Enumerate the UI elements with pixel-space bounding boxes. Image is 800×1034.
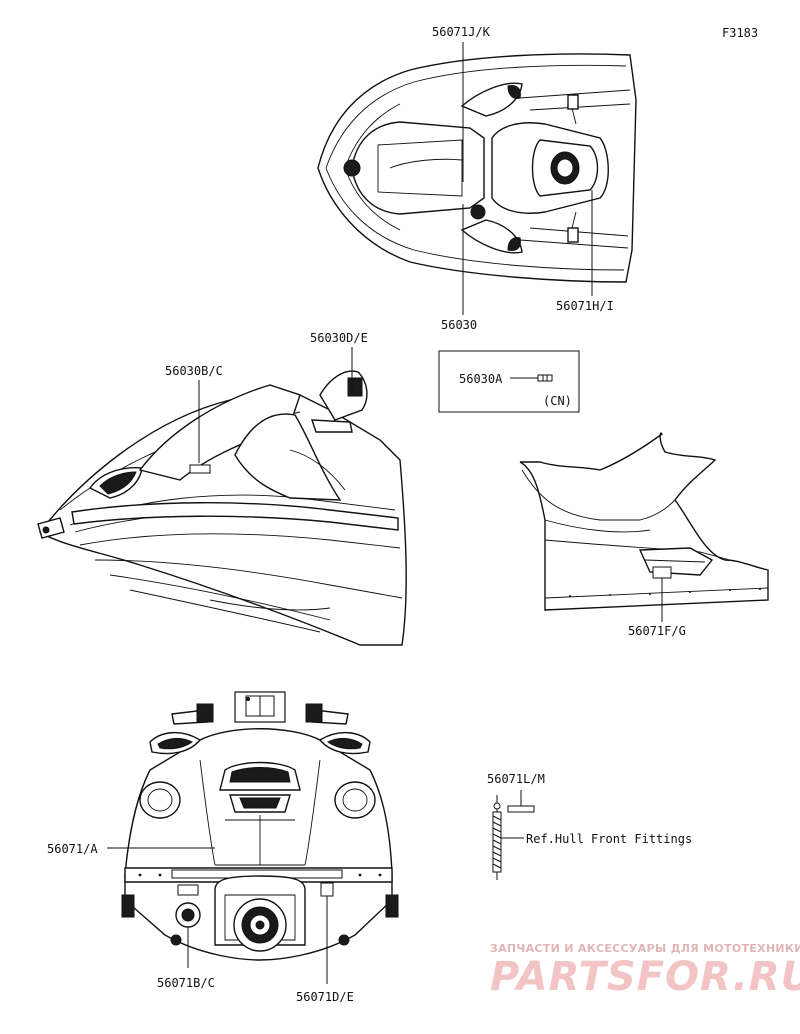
label-56071hi: 56071H/I xyxy=(556,299,614,313)
label-56071fg: 56071F/G xyxy=(628,624,686,638)
label-56071bc: 56071B/C xyxy=(157,976,215,990)
label-56071a: 56071/A xyxy=(47,842,98,856)
label-56071de: 56071D/E xyxy=(296,990,354,1004)
front-view-watercraft xyxy=(121,691,399,961)
label-56030bc: 56030B/C xyxy=(165,364,223,378)
rear-side-view xyxy=(519,432,769,611)
label-56030de: 56030D/E xyxy=(310,331,368,345)
label-56071lm: 56071L/M xyxy=(487,772,545,786)
watermark-logo: PARTSFOR.RU xyxy=(490,954,800,1000)
label-ref-hull-front-fittings: Ref.Hull Front Fittings xyxy=(526,832,692,846)
side-view-watercraft xyxy=(37,370,407,646)
figure-code: F3183 xyxy=(722,26,758,40)
watermark-tagline: ЗАПЧАСТИ И АКСЕССУАРЫ ДЛЯ МОТОТЕХНИКИ xyxy=(490,942,800,955)
inset-box-cn xyxy=(438,350,580,413)
label-cn: (CN) xyxy=(543,394,572,408)
label-56030a: 56030A xyxy=(459,372,503,386)
hull-front-fitting xyxy=(492,790,535,880)
label-56071jk: 56071J/K xyxy=(432,25,491,39)
label-56030: 56030 xyxy=(441,318,477,332)
top-view-watercraft xyxy=(317,53,637,283)
